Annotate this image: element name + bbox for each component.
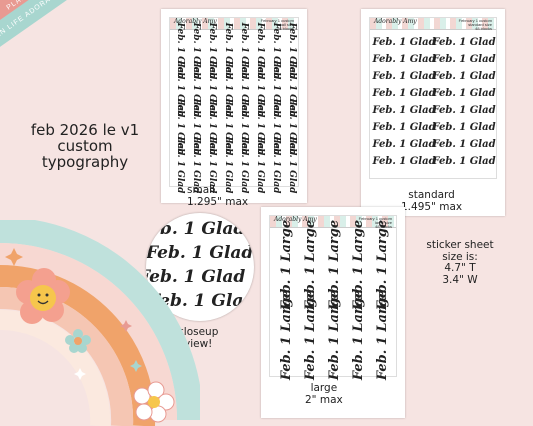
sticker-item: Feb. 1 Glad xyxy=(287,22,297,80)
sheet-header: Adorably Amy February 1 custom small siz… xyxy=(170,18,298,31)
caption-line: closeup xyxy=(178,326,219,338)
info-line: 4.7" T xyxy=(444,262,476,274)
sticker-item: Feb. 1 Glad xyxy=(372,37,436,48)
sparkle-icon xyxy=(5,248,23,266)
header-line: February 1 custom xyxy=(260,18,294,23)
sticker-sheet-standard: Adorably Amy February 1 custom standard … xyxy=(361,9,505,216)
sparkle-icon xyxy=(74,368,86,380)
sticker-item: Feb. 1 Glad xyxy=(372,71,436,82)
sticker-item: Feb. 1 Glad xyxy=(287,60,297,118)
brand-ribbon-secondary: PLAN LIFE ADORABLY • ADORABLY AMY DESIGN… xyxy=(0,0,142,81)
header-line: 48 blocks xyxy=(475,26,492,31)
sticker-item: Feb. 1 Glad xyxy=(372,139,436,150)
sparkle-icon xyxy=(130,360,142,372)
closeup-text: Feb. 1 Glad xyxy=(146,219,246,239)
title-line-3: typography xyxy=(41,153,129,171)
caption-line: 2" max xyxy=(305,394,343,406)
sticker-item: Feb. 1 Glad xyxy=(287,136,297,194)
title-line-1: feb 2026 le v1 xyxy=(30,121,140,139)
sticker-item: Feb. 1 Glad xyxy=(432,37,496,48)
sticker-item: Feb. 1 Glad xyxy=(372,54,436,65)
sticker-item: Feb. 1 Glad xyxy=(372,122,436,133)
sheet-body: Adorably Amy February 1 custom large siz… xyxy=(269,215,397,380)
flower-icon xyxy=(16,268,70,324)
sheet-header-text: February 1 custom standard size 48 block… xyxy=(459,19,492,31)
flower-icon xyxy=(133,381,175,423)
sticker-item: Feb. 1 Glad xyxy=(432,88,496,99)
flower-icon xyxy=(65,329,91,353)
header-line: standard size xyxy=(468,22,492,27)
closeup-text: Feb. 1 Glad xyxy=(146,267,246,287)
caption-line: 1.295" max xyxy=(187,196,249,208)
caption-line: view! xyxy=(183,338,213,350)
brand-logo: Adorably Amy xyxy=(274,216,317,223)
sparkle-icon xyxy=(120,320,132,332)
sheet-size-info: sticker sheet size is: 4.7" T 3.4" W xyxy=(400,239,520,286)
sticker-item: Feb. 1 Glad xyxy=(432,122,496,133)
info-line: size is: xyxy=(442,250,478,263)
caption-line: standard xyxy=(408,189,455,201)
sticker-item: Feb. 1 Glad xyxy=(372,88,436,99)
info-line: sticker sheet xyxy=(426,239,494,251)
sheet-header: Adorably Amy February 1 custom large siz… xyxy=(270,216,396,229)
sticker-item: Feb. 1 Glad xyxy=(432,139,496,150)
sheet-header-text: February 1 custom small size 48 blocks xyxy=(261,19,294,31)
sheet-body: Adorably Amy February 1 custom standard … xyxy=(369,17,497,179)
sheet-header-text: February 1 custom large size 48 blocks xyxy=(359,217,392,229)
sheet-body: Adorably Amy February 1 custom small siz… xyxy=(169,17,300,194)
info-line: 3.4" W xyxy=(442,273,478,286)
brand-logo: Adorably Amy xyxy=(174,18,217,25)
closeup-magnifier: Feb. 1 Glad Feb. 1 Glad Feb. 1 Glad Feb.… xyxy=(146,213,254,321)
small-caption: small 1.295" max xyxy=(187,184,248,208)
sticker-item: Feb. 1 Glad xyxy=(372,105,436,116)
sticker-item: Feb. 1 Large xyxy=(374,289,390,381)
header-line: February 1 custom xyxy=(358,216,392,221)
standard-caption: standard 1.495" max xyxy=(401,189,462,213)
sticker-sheet-small: Adorably Amy February 1 custom small siz… xyxy=(161,9,307,208)
caption-line: small xyxy=(187,184,215,196)
rainbow-band-peach xyxy=(0,243,177,421)
sticker-item: Feb. 1 Glad xyxy=(372,156,436,167)
header-line: February 1 custom xyxy=(458,18,492,23)
header-line: 48 blocks xyxy=(375,224,392,229)
caption-line: 1.495" max xyxy=(401,201,463,213)
brand-logo: Adorably Amy xyxy=(374,18,417,25)
rainbow-decoration xyxy=(0,220,200,426)
header-line: 48 blocks xyxy=(277,26,294,31)
sticker-item: Feb. 1 Glad xyxy=(432,71,496,82)
caption-line: large xyxy=(310,382,338,394)
sticker-item: Feb. 1 Glad xyxy=(432,105,496,116)
title-line-2: custom xyxy=(57,137,113,155)
sticker-sheet-large: Adorably Amy February 1 custom large siz… xyxy=(261,207,405,418)
sticker-item: Feb. 1 Glad xyxy=(432,156,496,167)
header-line: small size xyxy=(276,22,294,27)
closeup-caption: closeup view! xyxy=(178,326,218,350)
closeup-text: Feb. 1 Glad xyxy=(148,291,254,311)
closeup-text: Feb. 1 Glad xyxy=(146,243,254,263)
rainbow-band-mint xyxy=(0,220,200,421)
product-title: feb 2026 le v1 custom typography xyxy=(0,122,170,170)
sticker-item: Feb. 1 Glad xyxy=(432,54,496,65)
sheet-header: Adorably Amy February 1 custom standard … xyxy=(370,18,496,31)
sticker-item: Feb. 1 Glad xyxy=(287,98,297,156)
large-caption: large 2" max xyxy=(305,382,343,406)
header-line: large size xyxy=(374,220,392,225)
